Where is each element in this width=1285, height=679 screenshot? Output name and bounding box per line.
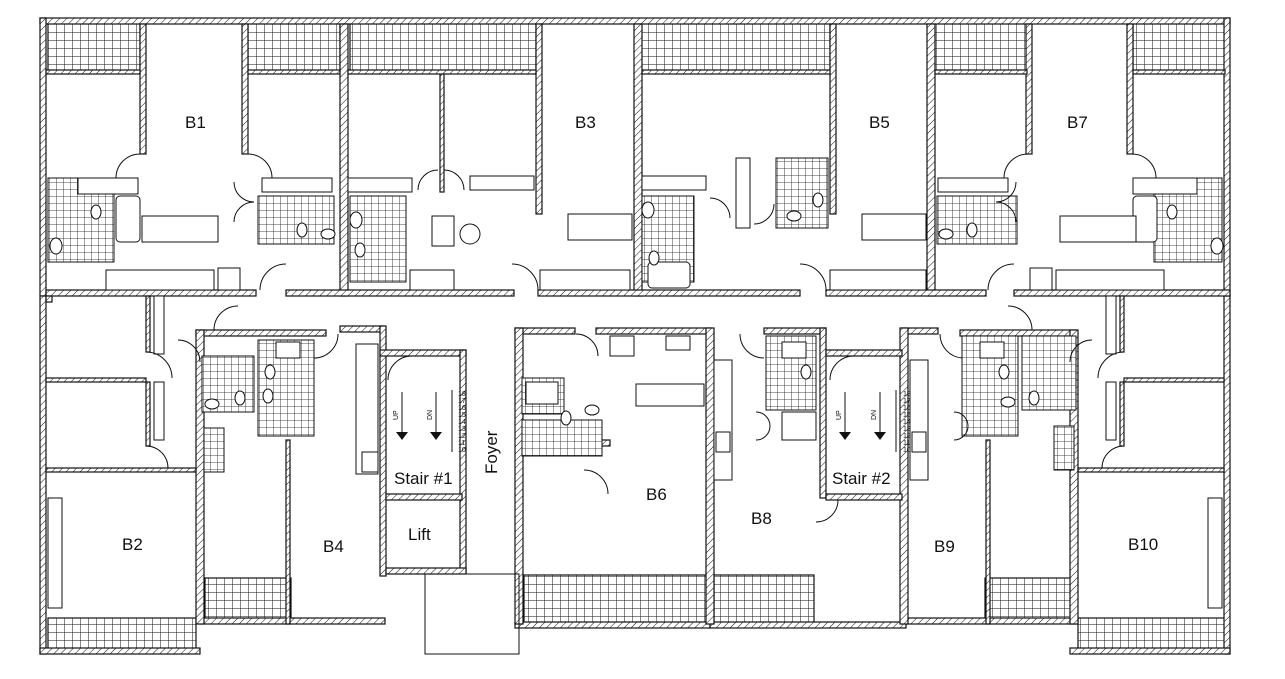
stair-2-arrows <box>839 390 897 452</box>
top-unit-walls <box>45 23 1231 297</box>
unit-label-b9: B9 <box>934 537 955 556</box>
stair-2-up-mark: UP <box>836 410 843 420</box>
lift-label: Lift <box>408 525 431 544</box>
stair-1-up-mark: UP <box>393 410 400 420</box>
stair-step-number: 17 <box>903 398 911 405</box>
stair-step-number: 12 <box>458 433 466 440</box>
stair-step-number: 16 <box>458 405 466 412</box>
top-doors <box>115 153 1157 291</box>
unit-label-b5: B5 <box>869 113 890 132</box>
stair-step-number: 17 <box>458 398 466 405</box>
stair-step-number: 13 <box>458 426 466 433</box>
foyer-label: Foyer <box>482 430 501 474</box>
stair-step-number: 12 <box>903 433 911 440</box>
unit-label-b8: B8 <box>751 509 772 528</box>
stair-1-arrows <box>396 390 453 452</box>
top-kitchens <box>77 157 1198 291</box>
unit-label-b10: B10 <box>1128 535 1158 554</box>
stair-step-number: 15 <box>458 412 466 419</box>
balconies-bottom <box>47 574 1227 651</box>
unit-label-b2: B2 <box>122 535 143 554</box>
unit-label-b1: B1 <box>185 113 206 132</box>
bottom-doors <box>145 305 1125 523</box>
unit-label-b3: B3 <box>575 113 596 132</box>
stair-step-number: 18 <box>903 391 911 398</box>
unit-label-b6: B6 <box>646 485 667 504</box>
unit-label-b7: B7 <box>1067 113 1088 132</box>
stair-step-number: 15 <box>903 412 911 419</box>
stair-step-number: 11 <box>458 440 465 447</box>
stair-step-number: 11 <box>903 440 910 447</box>
stair-step-number: 10 <box>903 447 911 454</box>
stair-step-number: 14 <box>903 419 911 426</box>
stair-1-label: Stair #1 <box>394 469 453 488</box>
bottom-kitchens <box>47 295 1223 609</box>
stair-1-dn-mark: DN <box>427 410 434 420</box>
stair-2-dn-mark: DN <box>871 410 878 420</box>
stair-step-number: 18 <box>458 391 466 398</box>
unit-label-b4: B4 <box>323 537 344 556</box>
exterior-walls <box>39 17 1231 655</box>
stair-2-label: Stair #2 <box>832 469 891 488</box>
stair-step-number: 16 <box>903 405 911 412</box>
stair-step-number: 10 <box>458 447 466 454</box>
stair-step-number: 13 <box>903 426 911 433</box>
stair-step-number: 14 <box>458 419 466 426</box>
